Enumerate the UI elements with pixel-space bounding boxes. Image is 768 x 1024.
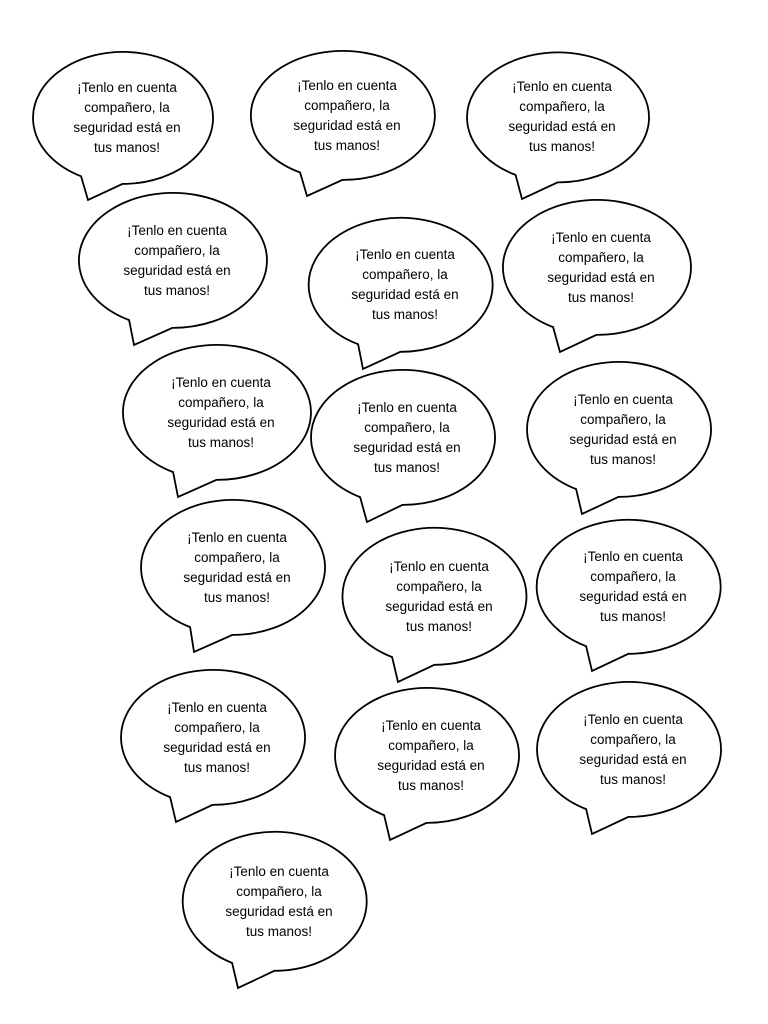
- speech-bubble-outline: [310, 369, 496, 524]
- speech-bubble-text: ¡Tenlo en cuenta compañero, la seguridad…: [547, 229, 655, 305]
- speech-bubble: ¡Tenlo en cuenta compañero, la seguridad…: [536, 681, 726, 838]
- speech-bubble-text: ¡Tenlo en cuenta compañero, la seguridad…: [353, 399, 461, 475]
- speech-bubble-outline: [334, 687, 520, 842]
- speech-bubble-text: ¡Tenlo en cuenta compañero, la seguridad…: [385, 558, 493, 634]
- speech-bubble: ¡Tenlo en cuenta compañero, la seguridad…: [78, 192, 272, 349]
- speech-bubble-outline: [140, 499, 326, 654]
- speech-bubble: ¡Tenlo en cuenta compañero, la seguridad…: [341, 526, 532, 686]
- speech-bubble-text: ¡Tenlo en cuenta compañero, la seguridad…: [579, 549, 687, 624]
- speech-bubble-outline: [502, 199, 692, 354]
- speech-bubble-outline: [341, 526, 528, 684]
- speech-bubble-text: ¡Tenlo en cuenta compañero, la seguridad…: [508, 79, 616, 154]
- speech-bubble: ¡Tenlo en cuenta compañero, la seguridad…: [120, 669, 310, 826]
- speech-bubble-outline: [78, 192, 268, 347]
- speech-bubble: ¡Tenlo en cuenta compañero, la seguridad…: [122, 344, 316, 501]
- speech-bubble: ¡Tenlo en cuenta compañero, la seguridad…: [307, 216, 498, 372]
- speech-bubble-outline: [536, 681, 722, 836]
- speech-bubble-outline: [120, 669, 306, 824]
- speech-bubble-text: ¡Tenlo en cuenta compañero, la seguridad…: [123, 222, 231, 298]
- speech-bubble-outline: [181, 830, 368, 990]
- speech-bubble: ¡Tenlo en cuenta compañero, la seguridad…: [334, 687, 524, 844]
- speech-bubble-text: ¡Tenlo en cuenta compañero, la seguridad…: [293, 77, 401, 153]
- speech-bubble-text: ¡Tenlo en cuenta compañero, la seguridad…: [579, 711, 687, 787]
- speech-bubble-outline: [535, 518, 722, 673]
- speech-bubble: ¡Tenlo en cuenta compañero, la seguridad…: [535, 518, 726, 674]
- speech-bubble-text: ¡Tenlo en cuenta compañero, la seguridad…: [351, 247, 459, 322]
- speech-bubble-text: ¡Tenlo en cuenta compañero, la seguridad…: [73, 80, 181, 155]
- speech-bubble-text: ¡Tenlo en cuenta compañero, la seguridad…: [167, 374, 275, 450]
- speech-bubble: ¡Tenlo en cuenta compañero, la seguridad…: [526, 361, 716, 518]
- speech-bubble: ¡Tenlo en cuenta compañero, la seguridad…: [32, 51, 218, 204]
- speech-bubble-text: ¡Tenlo en cuenta compañero, la seguridad…: [377, 717, 485, 793]
- speech-bubble: ¡Tenlo en cuenta compañero, la seguridad…: [502, 199, 696, 356]
- speech-bubble-outline: [32, 51, 214, 202]
- speech-bubble-text: ¡Tenlo en cuenta compañero, la seguridad…: [163, 699, 271, 775]
- speech-bubble: ¡Tenlo en cuenta compañero, la seguridad…: [181, 830, 372, 992]
- speech-bubble-outline: [466, 51, 650, 201]
- speech-bubble-text: ¡Tenlo en cuenta compañero, la seguridad…: [225, 863, 333, 939]
- speech-bubble-outline: [526, 361, 712, 516]
- speech-bubble: ¡Tenlo en cuenta compañero, la seguridad…: [466, 51, 654, 202]
- speech-bubble: ¡Tenlo en cuenta compañero, la seguridad…: [250, 50, 440, 199]
- speech-bubble-text: ¡Tenlo en cuenta compañero, la seguridad…: [183, 529, 291, 605]
- speech-bubble-outline: [307, 216, 494, 371]
- speech-bubble-outline: [122, 344, 312, 499]
- speech-bubble-text: ¡Tenlo en cuenta compañero, la seguridad…: [569, 391, 677, 467]
- speech-bubble-outline: [250, 50, 436, 198]
- speech-bubble: ¡Tenlo en cuenta compañero, la seguridad…: [310, 369, 500, 526]
- speech-bubble: ¡Tenlo en cuenta compañero, la seguridad…: [140, 499, 330, 656]
